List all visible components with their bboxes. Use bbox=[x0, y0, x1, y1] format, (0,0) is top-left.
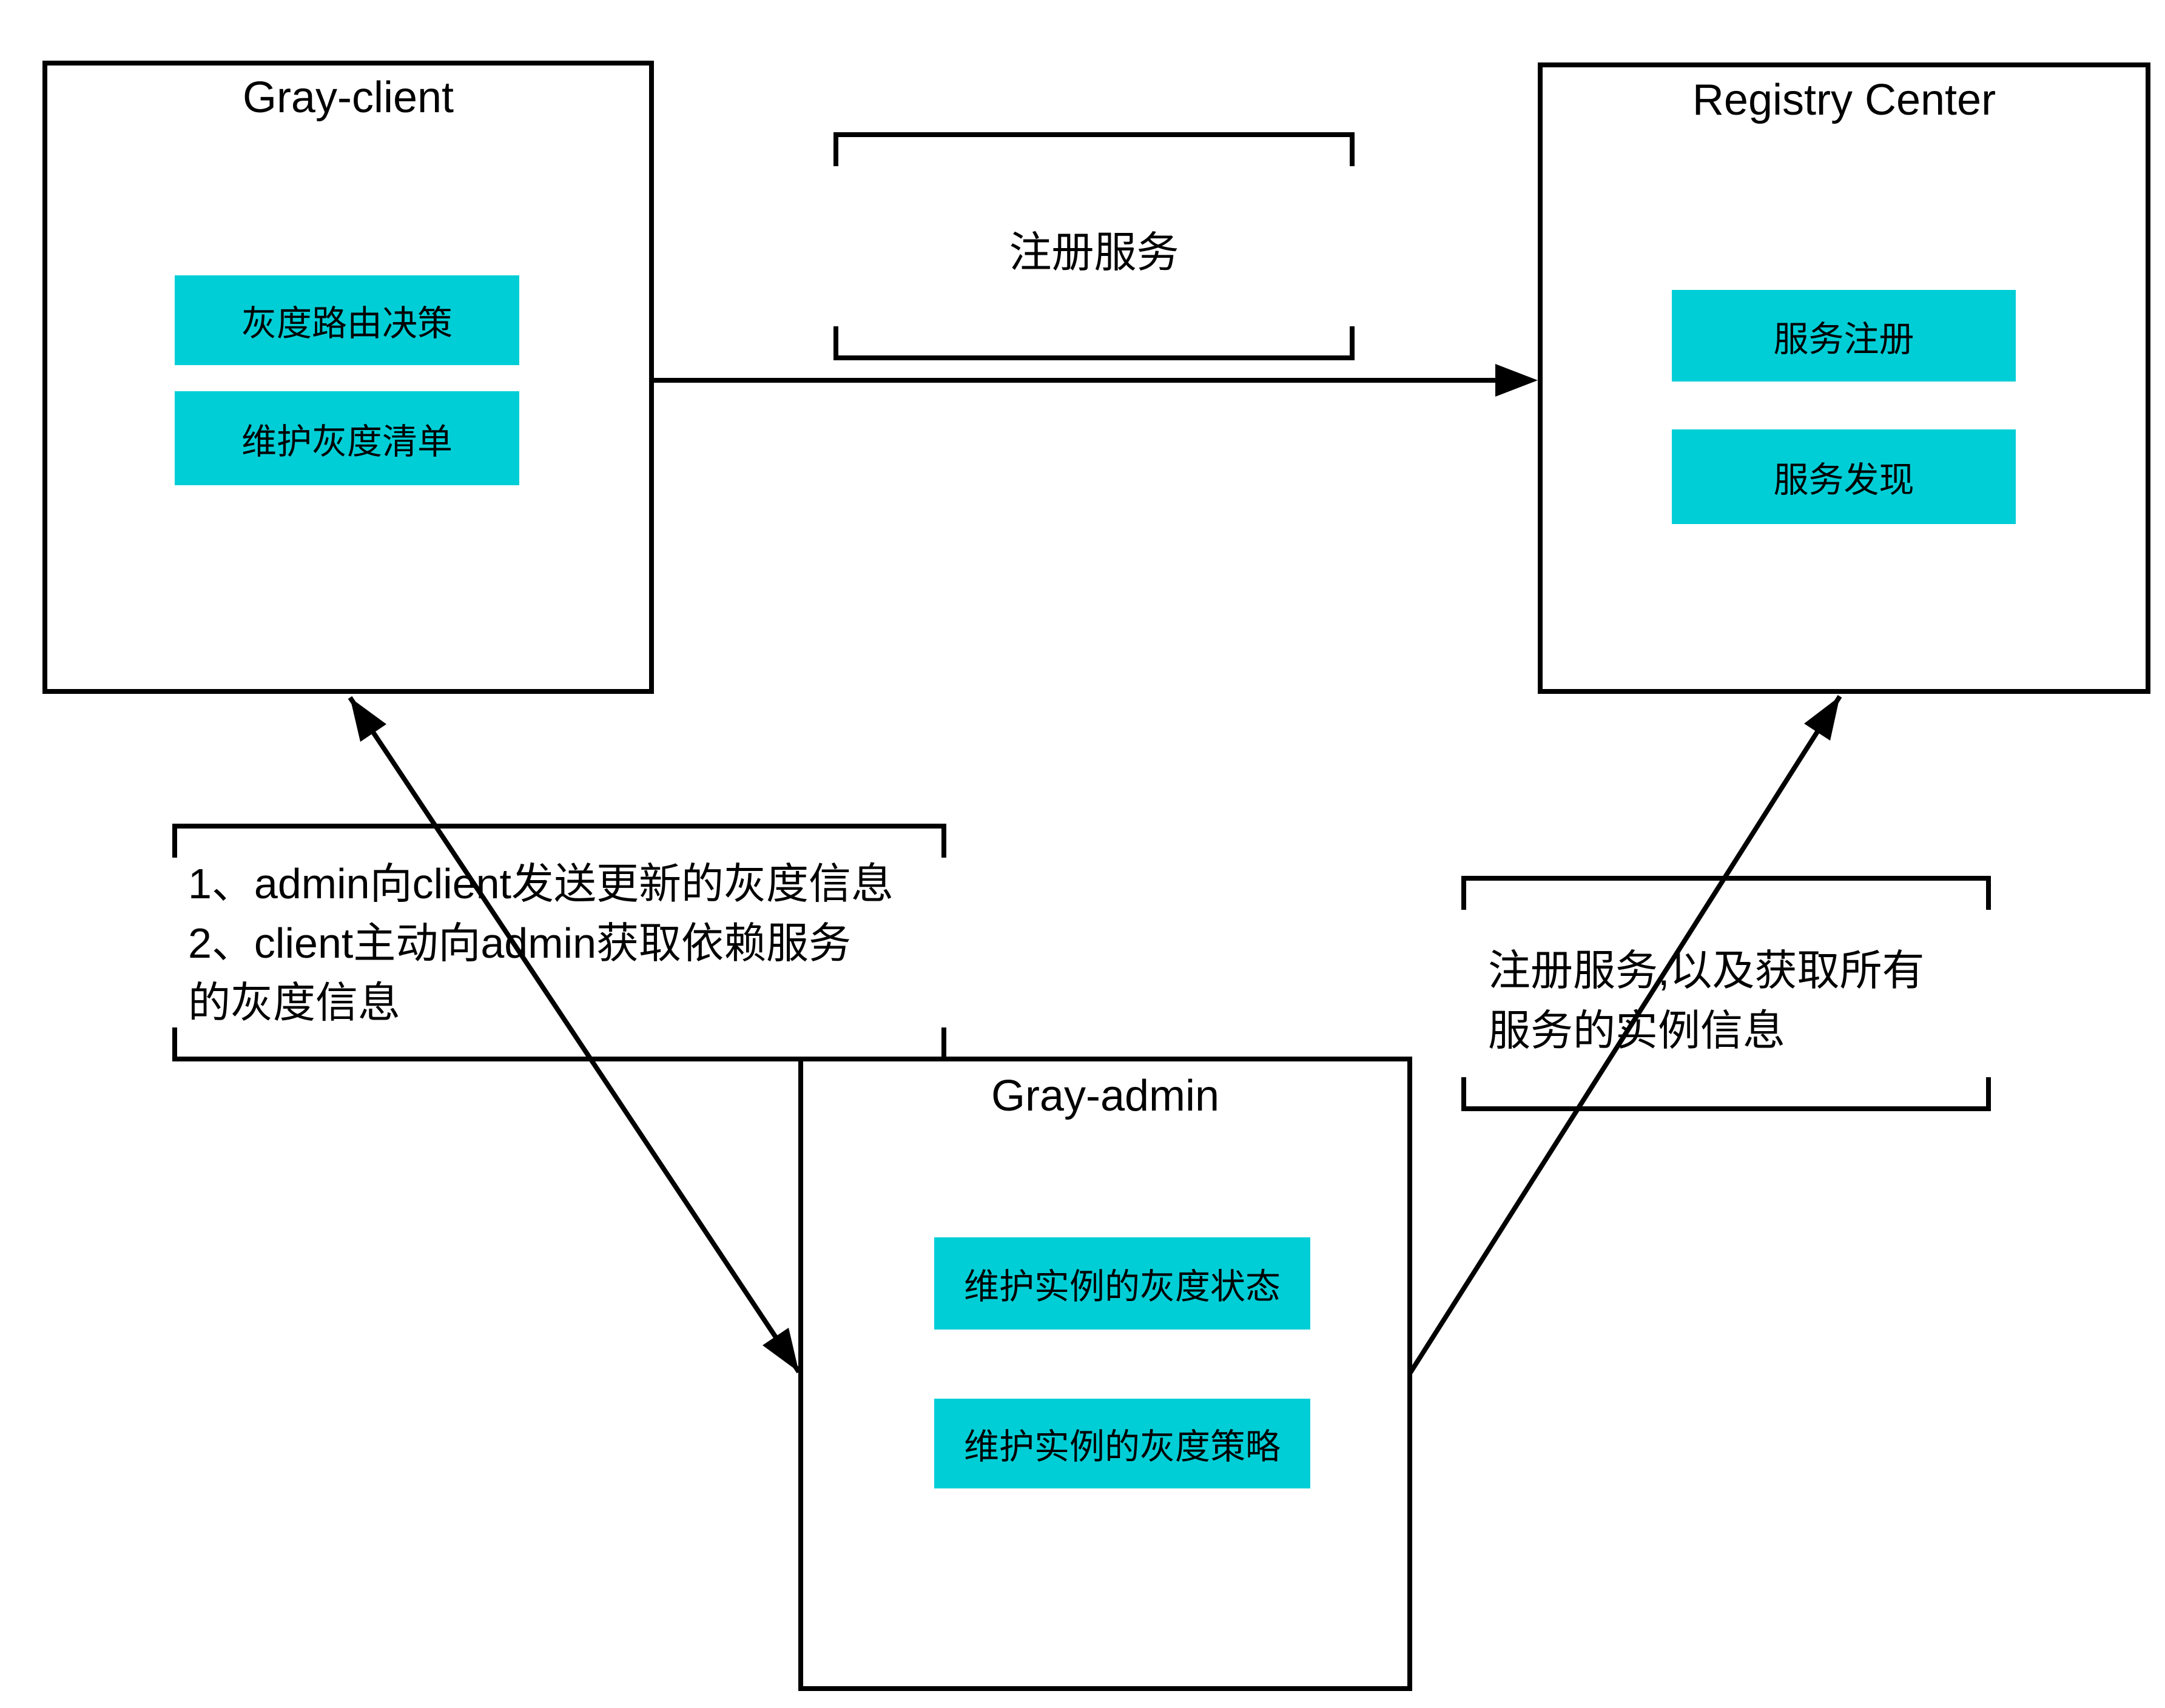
arrowhead-right-icon bbox=[1495, 364, 1538, 397]
gray-admin-title: Gray-admin bbox=[991, 1072, 1220, 1120]
gray-admin-feature-status: 维护实例的灰度状态 bbox=[934, 1237, 1310, 1330]
gray-admin-feature-strategy: 维护实例的灰度策略 bbox=[934, 1399, 1310, 1488]
annotation-admin-registry-line-2: 服务的实例信息 bbox=[1488, 1007, 1785, 1054]
registry-feature-discovery: 服务发现 bbox=[1672, 429, 2016, 524]
arrowhead-down-right-icon bbox=[763, 1328, 799, 1372]
arrowhead-up-right-icon bbox=[1804, 696, 1840, 741]
annotation-register-service-line-1: 注册服务 bbox=[1009, 229, 1179, 276]
registry-center-title: Registry Center bbox=[1692, 76, 1996, 124]
register-service-bracket-top bbox=[833, 132, 1355, 166]
registry-feature-registration: 服务注册 bbox=[1672, 290, 2016, 382]
annotation-register-service: 注册服务 bbox=[836, 223, 1352, 282]
annotation-client-admin-sync: 1、admin向client发送更新的灰度信息 2、client主动向admin… bbox=[188, 854, 894, 1032]
annotation-client-admin-sync-line-3: 的灰度信息 bbox=[188, 979, 400, 1026]
client-admin-sync-bracket-top bbox=[172, 824, 946, 858]
annotation-client-admin-sync-line-1: 1、admin向client发送更新的灰度信息 bbox=[188, 860, 894, 907]
annotation-admin-registry: 注册服务,以及获取所有 服务的实例信息 bbox=[1488, 941, 1924, 1061]
arrow-client-to-registry bbox=[650, 364, 1538, 397]
arrowhead-up-left-icon bbox=[350, 698, 386, 742]
gray-client-feature-list: 维护灰度清单 bbox=[175, 391, 519, 485]
annotation-client-admin-sync-line-2: 2、client主动向admin获取依赖服务 bbox=[188, 920, 851, 967]
admin-registry-bracket-bottom bbox=[1461, 1077, 1991, 1111]
gray-client-title: Gray-client bbox=[242, 73, 454, 122]
gray-client-feature-routing: 灰度路由决策 bbox=[175, 275, 519, 365]
arrow-client-admin-bidirectional bbox=[348, 696, 801, 1374]
gray-admin-box bbox=[798, 1057, 1412, 1691]
register-service-bracket-bottom bbox=[833, 326, 1355, 360]
annotation-admin-registry-line-1: 注册服务,以及获取所有 bbox=[1488, 947, 1925, 994]
admin-registry-bracket-top bbox=[1461, 876, 1991, 910]
gray-client-box bbox=[42, 61, 654, 694]
